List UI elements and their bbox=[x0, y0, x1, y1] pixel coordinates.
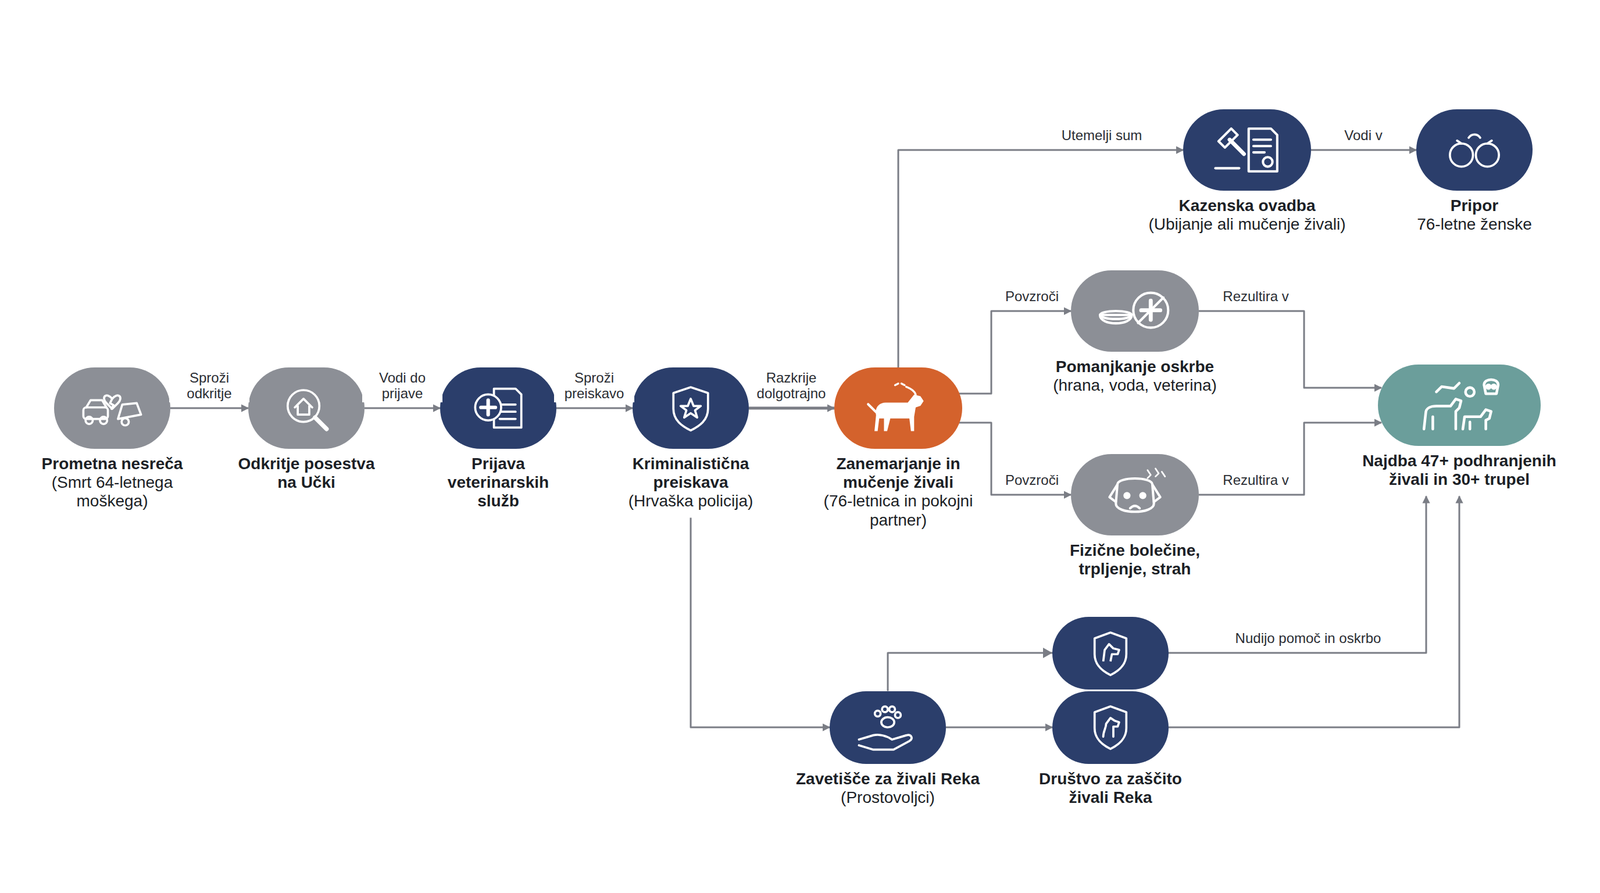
node-caption: Najdba 47+ podhranjenih živali in 30+ tr… bbox=[1354, 451, 1564, 489]
edge-label: Sproži odkritje bbox=[169, 369, 250, 403]
shield-icon bbox=[1074, 700, 1147, 756]
flow-arrow bbox=[945, 726, 1053, 729]
badge-icon bbox=[654, 377, 727, 439]
node-heading: Pripor bbox=[1398, 196, 1550, 216]
process-pill: Prometna nesreča(Smrt 64-letnega moškega… bbox=[54, 367, 171, 449]
paw-icon bbox=[851, 700, 924, 756]
dog-icon bbox=[858, 377, 938, 439]
process-pill: Pomanjkanje oskrbe(hrana, voda, veterina… bbox=[1070, 270, 1199, 352]
node-heading: Pomanjkanje oskrbe bbox=[1036, 357, 1234, 377]
cuffs-icon bbox=[1438, 119, 1511, 181]
node-detail: 76-letne ženske bbox=[1398, 215, 1550, 234]
node-heading: Zavetišče za živali Reka bbox=[795, 769, 980, 788]
edge-label: Povzroči bbox=[1002, 472, 1062, 489]
flow-arrow bbox=[1198, 422, 1382, 495]
flow-arrow bbox=[690, 518, 830, 728]
flow-arrow bbox=[364, 407, 441, 410]
node-caption: Prijava veterinarskih služb bbox=[425, 454, 571, 512]
node-caption: Pripor76-letne ženske bbox=[1398, 196, 1550, 234]
edge-label: Vodi v bbox=[1341, 127, 1385, 145]
process-pill: Fizične bolečine, trpljenje, strah bbox=[1070, 454, 1199, 536]
shield-dog-icon bbox=[1074, 625, 1147, 681]
node-caption: Zanemarjanje in mučenje živali(76-letnic… bbox=[813, 454, 983, 530]
search-icon bbox=[270, 377, 343, 439]
car-icon bbox=[76, 377, 149, 439]
gavel-icon bbox=[1207, 119, 1287, 181]
edge-label: Utemelji sum bbox=[1059, 127, 1145, 145]
node-heading: Prijava veterinarskih služb bbox=[425, 454, 571, 512]
node-heading: Odkritje posestva na Učki bbox=[236, 454, 377, 492]
bowl-icon bbox=[1095, 280, 1175, 342]
node-caption: Zavetišče za živali Reka (Prostovoljci) bbox=[794, 769, 981, 807]
node-caption: Odkritje posestva na Učki bbox=[236, 454, 377, 492]
flow-arrow bbox=[170, 407, 249, 410]
node-heading: Fizične bolečine, trpljenje, strah bbox=[1036, 541, 1234, 579]
edge-label: Vodi do prijave bbox=[362, 369, 443, 403]
process-pill: Društvo za zaščito živali Reka bbox=[1052, 691, 1169, 764]
doc-icon bbox=[462, 377, 535, 439]
node-heading: Kriminalistična preiskava bbox=[606, 454, 775, 492]
edge-label: Razkrije dolgotrajno bbox=[748, 369, 835, 403]
node-caption: Pomanjkanje oskrbe(hrana, voda, veterina… bbox=[1036, 357, 1234, 395]
node-heading: Kazenska ovadba bbox=[1148, 196, 1346, 216]
node-heading: Društvo za zaščito živali Reka bbox=[1017, 769, 1204, 807]
node-detail: (Hrvaška policija) bbox=[606, 491, 775, 511]
node-detail: (Ubijanje ali mučenje živali) bbox=[1148, 215, 1346, 234]
edge-label: Rezultira v bbox=[1220, 288, 1291, 306]
node-detail: (hrana, voda, veterina) bbox=[1036, 376, 1234, 395]
process-pill: Prijava veterinarskih služb bbox=[440, 367, 557, 449]
edge-label: Rezultira v bbox=[1220, 472, 1291, 489]
process-pill: Kriminalistična preiskava(Hrvaška polici… bbox=[632, 367, 749, 449]
flow-arrow bbox=[1198, 311, 1382, 388]
flow-arrow bbox=[748, 406, 835, 410]
process-pill: Odkritje posestva na Učki bbox=[248, 367, 365, 449]
node-detail: (Smrt 64-letnega moškega) bbox=[30, 473, 194, 511]
node-heading: Zanemarjanje in mučenje živali bbox=[813, 454, 983, 492]
process-pill: Zanemarjanje in mučenje živali(76-letnic… bbox=[834, 367, 963, 449]
node-caption: Društvo za zaščito živali Reka bbox=[1017, 769, 1204, 807]
shield-pill bbox=[1052, 616, 1169, 690]
node-heading: Najdba 47+ podhranjenih živali in 30+ tr… bbox=[1354, 451, 1564, 489]
edge-label: Sproži preiskavo bbox=[554, 369, 635, 403]
process-pill: Zavetišče za živali Reka (Prostovoljci) bbox=[829, 691, 946, 764]
flow-arrow bbox=[1168, 495, 1460, 728]
node-caption: Fizične bolečine, trpljenje, strah bbox=[1036, 541, 1234, 579]
dogs-icon bbox=[1408, 374, 1510, 437]
process-pill: Pripor76-letne ženske bbox=[1416, 109, 1533, 191]
node-caption: Prometna nesreča(Smrt 64-letnega moškega… bbox=[30, 454, 194, 512]
flow-arrow bbox=[959, 422, 1071, 495]
flow-arrow bbox=[556, 407, 633, 410]
node-heading: Prometna nesreča bbox=[30, 454, 194, 474]
edge-label: Nudijo pomoč in oskrbo bbox=[1233, 630, 1384, 648]
flow-arrow bbox=[1311, 149, 1417, 152]
process-pill: Kazenska ovadba(Ubijanje ali mučenje živ… bbox=[1183, 109, 1312, 191]
node-caption: Kazenska ovadba(Ubijanje ali mučenje živ… bbox=[1148, 196, 1346, 234]
node-detail: (Prostovoljci) bbox=[840, 788, 935, 807]
sad-icon bbox=[1095, 463, 1175, 526]
edge-label: Povzroči bbox=[1002, 288, 1062, 306]
process-pill: Najdba 47+ podhranjenih živali in 30+ tr… bbox=[1377, 364, 1541, 446]
node-detail: (76-letnica in pokojni partner) bbox=[813, 491, 983, 530]
node-caption: Kriminalistična preiskava(Hrvaška polici… bbox=[606, 454, 775, 512]
